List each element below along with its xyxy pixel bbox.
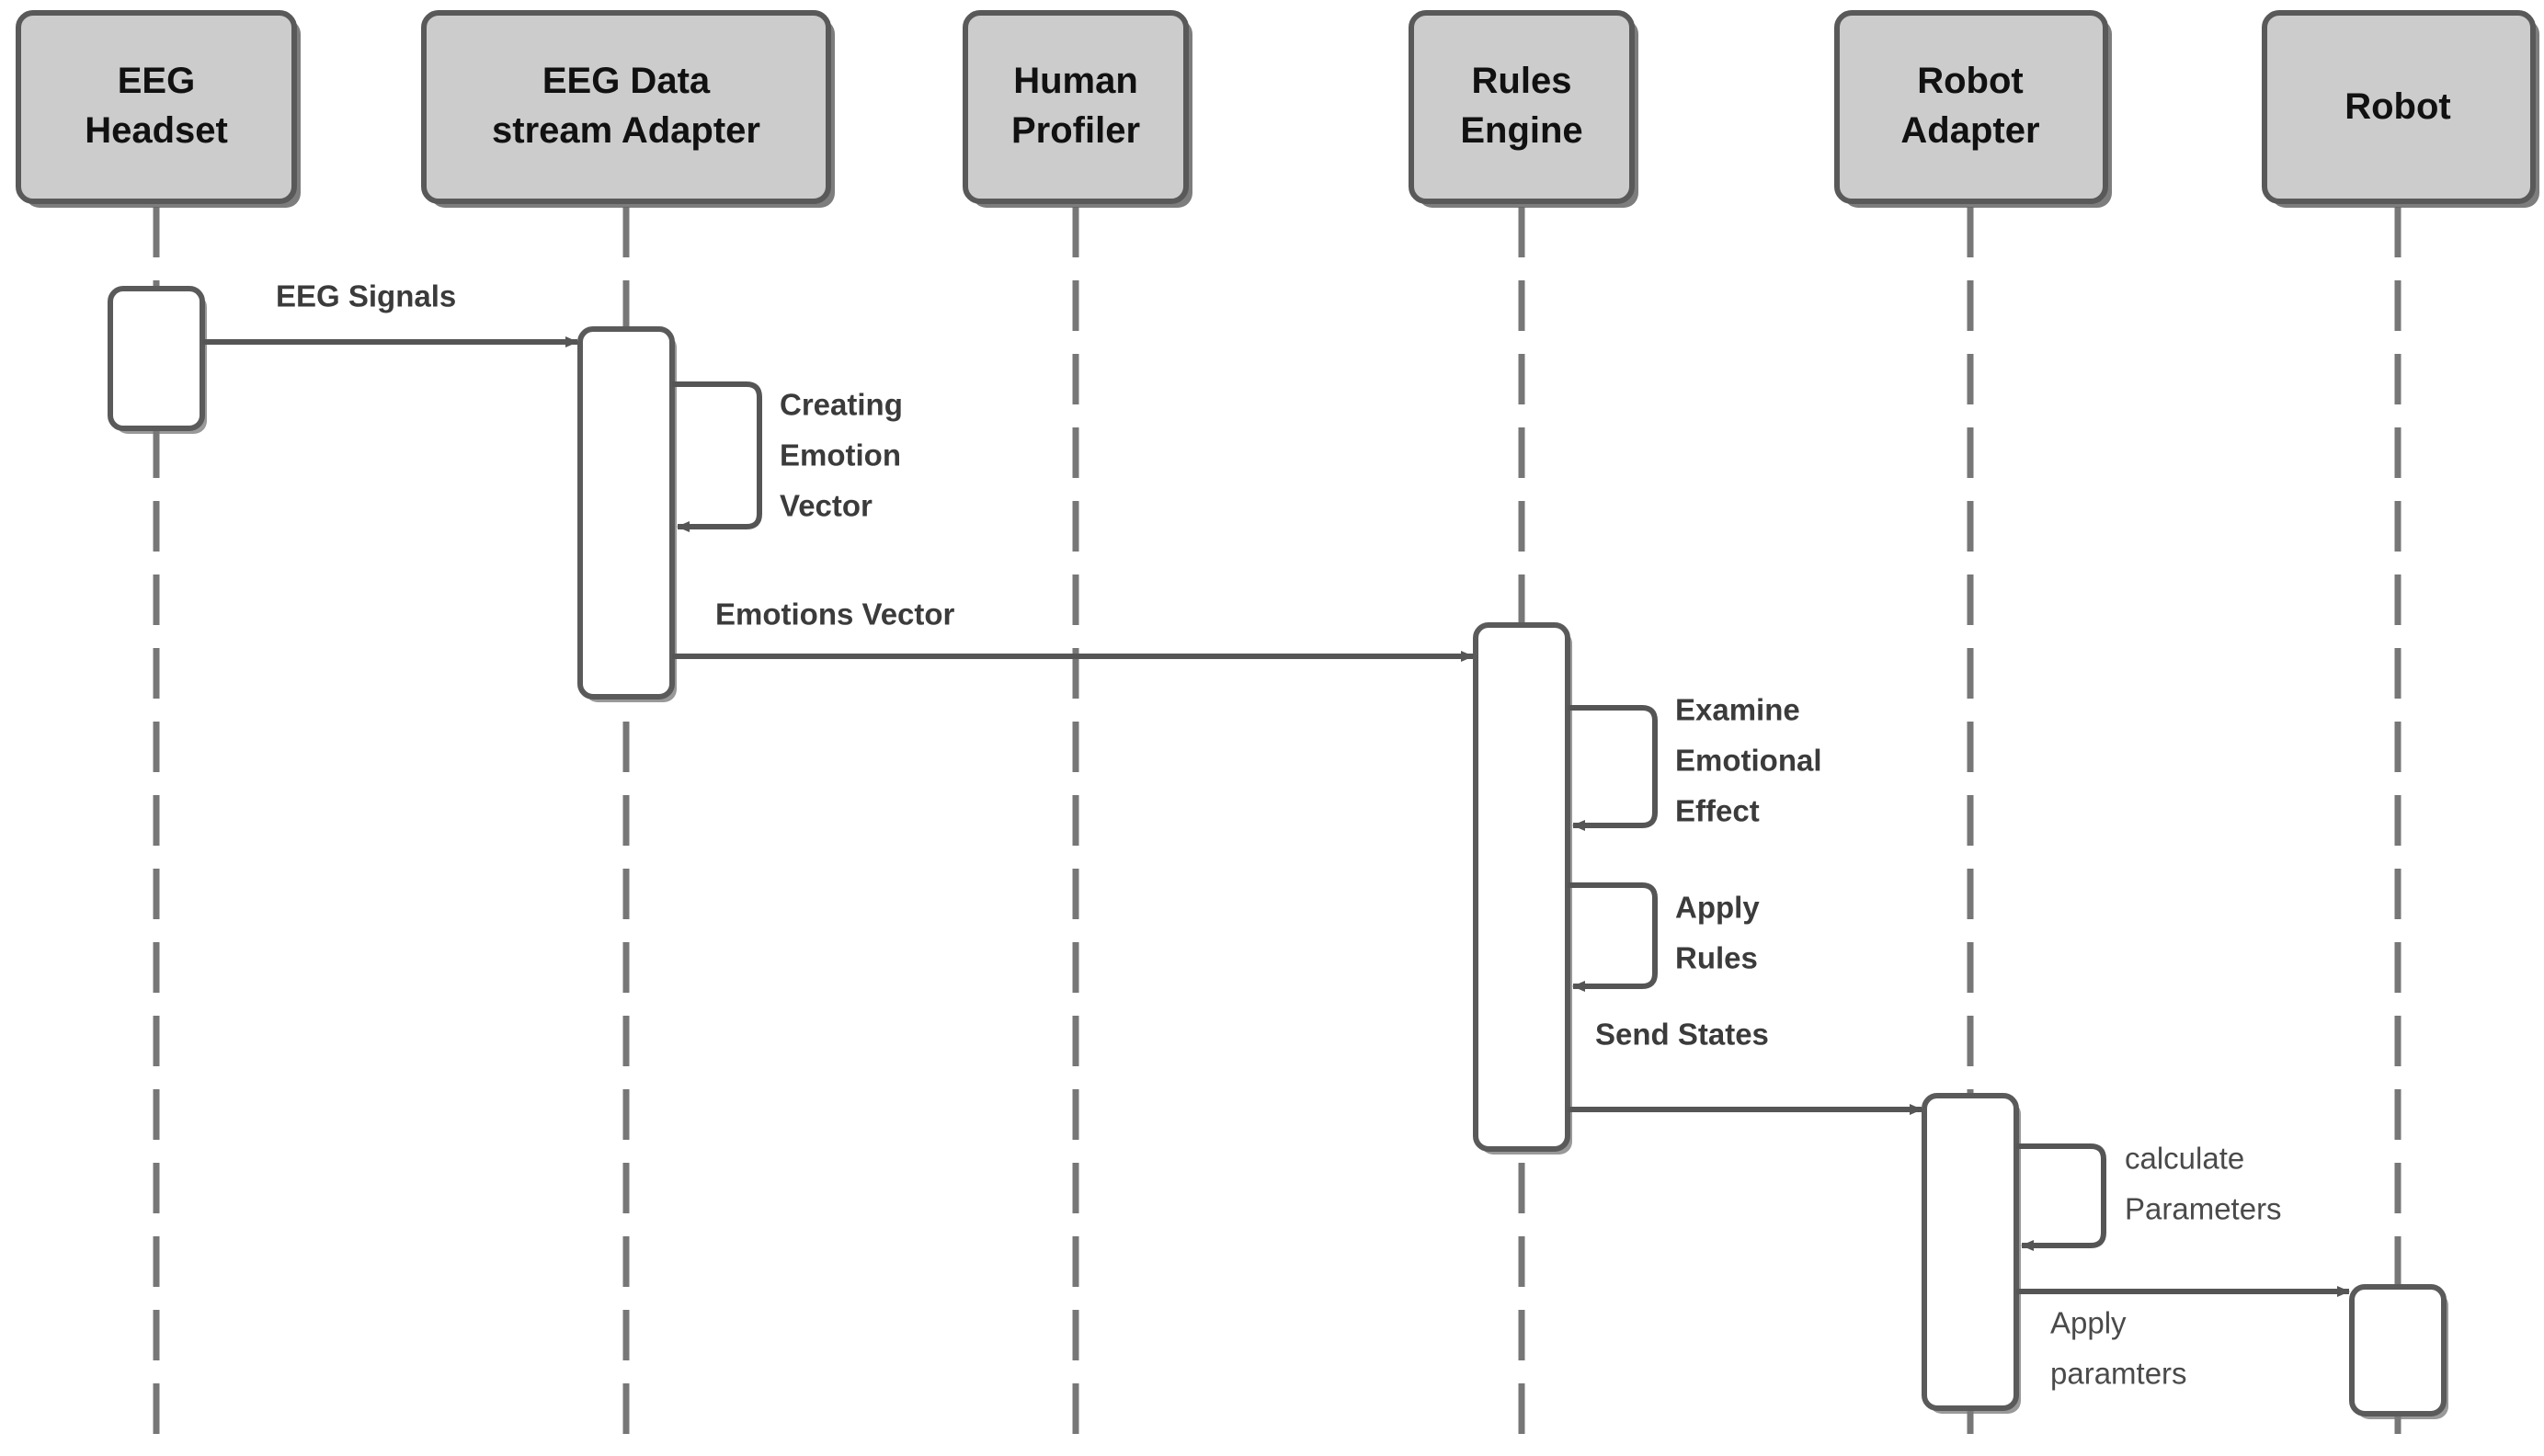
msg-apply-paramters-label: Apply paramters xyxy=(2050,1306,2187,1391)
msg-calculate-parameters[interactable] xyxy=(2016,1143,2106,1251)
participant-box[interactable] xyxy=(1409,10,1635,204)
participant-label-line1: EEG xyxy=(118,61,195,101)
participant-label-line1: Rules xyxy=(1472,61,1572,101)
message-label-line2: Emotion xyxy=(780,438,901,472)
act-robot[interactable] xyxy=(2349,1284,2448,1419)
participant-label-line2: Headset xyxy=(85,110,228,151)
self-message-loop[interactable] xyxy=(1568,705,1658,831)
activations-group xyxy=(108,286,2448,1419)
self-message-loop[interactable] xyxy=(672,381,762,532)
activation-bar[interactable] xyxy=(577,326,675,700)
participant-eeg-data-adapter[interactable]: EEG Data stream Adapter xyxy=(421,10,835,208)
act-rules-engine[interactable] xyxy=(1473,622,1572,1155)
message-label-line1: Examine xyxy=(1675,693,1800,727)
message-label-line1: Apply xyxy=(2050,1306,2127,1340)
message-label-line3: Effect xyxy=(1675,794,1760,828)
labels-group: EEG SignalsCreatingEmotionVectorEmotions… xyxy=(276,279,2282,1391)
msg-apply-rules[interactable] xyxy=(1568,882,1658,992)
participant-label-line1: Human xyxy=(1013,61,1138,101)
act-robot-adapter[interactable] xyxy=(1922,1093,2021,1414)
participant-box[interactable] xyxy=(963,10,1189,204)
msg-examine-emotional-effect[interactable] xyxy=(1568,705,1658,831)
participant-label-line1: Robot xyxy=(2344,86,2451,127)
participant-label-line2: Profiler xyxy=(1011,110,1140,151)
message-label-line1: Creating xyxy=(780,388,903,422)
message-label-line3: Vector xyxy=(780,489,873,523)
participant-label-line2: Engine xyxy=(1460,110,1582,151)
msg-emotions-vector-label: Emotions Vector xyxy=(715,597,955,631)
message-label: Emotions Vector xyxy=(715,597,955,631)
participant-label-line1: Robot xyxy=(1917,61,2024,101)
message-label-line2: paramters xyxy=(2050,1357,2187,1391)
self-message-loop[interactable] xyxy=(1568,882,1658,992)
participant-box[interactable] xyxy=(1834,10,2108,204)
message-label-line1: calculate xyxy=(2125,1142,2244,1176)
participant-box[interactable] xyxy=(16,10,297,204)
act-eeg-adapter[interactable] xyxy=(577,326,677,702)
message-label: EEG Signals xyxy=(276,279,456,313)
msg-creating-emotion-vector[interactable] xyxy=(672,381,762,532)
lifelines-group xyxy=(153,207,2401,1450)
msg-eeg-signals-label: EEG Signals xyxy=(276,279,456,313)
msg-send-states-label: Send States xyxy=(1595,1018,1769,1052)
message-label-line2: Rules xyxy=(1675,941,1758,975)
participant-robot[interactable]: Robot xyxy=(2262,10,2539,208)
participant-label-line1: EEG Data xyxy=(542,61,711,101)
activation-bar[interactable] xyxy=(1922,1093,2019,1411)
participant-box[interactable] xyxy=(421,10,831,204)
message-label-line2: Emotional xyxy=(1675,744,1822,778)
activation-bar[interactable] xyxy=(2349,1284,2447,1416)
activation-bar[interactable] xyxy=(108,286,205,431)
participant-label-line2: stream Adapter xyxy=(492,110,760,151)
message-label-line2: Parameters xyxy=(2125,1192,2282,1226)
message-label-line1: Apply xyxy=(1675,891,1760,925)
messages-group xyxy=(202,336,2350,1297)
message-label: Send States xyxy=(1595,1018,1769,1052)
self-message-loop[interactable] xyxy=(2016,1143,2106,1251)
activation-bar[interactable] xyxy=(1473,622,1570,1152)
participant-box[interactable] xyxy=(2262,10,2536,204)
act-eeg-headset[interactable] xyxy=(108,286,207,434)
participants-group: EEG Headset EEG Data stream Adapter HumanPro… xyxy=(16,10,2539,208)
participant-eeg-headset[interactable]: EEG Headset xyxy=(16,10,301,208)
participant-label-line2: Adapter xyxy=(1900,110,2039,151)
